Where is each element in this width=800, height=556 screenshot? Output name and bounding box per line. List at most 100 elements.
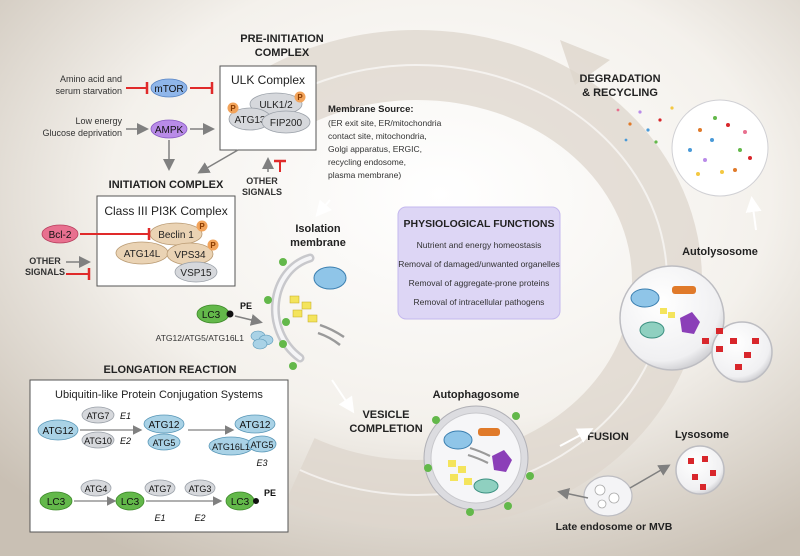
late-endosome-label: Late endosome or MVB [556,521,673,533]
isolation-membrane-label: Isolation [295,223,341,235]
svg-text:SIGNALS: SIGNALS [25,267,65,277]
late-endosome [583,475,633,517]
function-item: Removal of intracellular pathogens [414,297,545,307]
initiation-title: INITIATION COMPLEX [109,179,224,191]
fip200-label: FIP200 [270,118,303,129]
autophagosome-label: Autophagosome [433,389,520,401]
svg-text:ATG7: ATG7 [149,484,172,494]
svg-text:E2: E2 [120,436,131,446]
lysosome [675,445,725,495]
physiological-functions-box: PHYSIOLOGICAL FUNCTIONS Nutrient and ene… [397,206,561,320]
bcl2-node [41,224,79,244]
pre-initiation-subtitle: COMPLEX [255,47,310,59]
mitochondrion [313,266,347,290]
function-item: Removal of aggregate-prone proteins [409,278,550,288]
physiological-title: PHYSIOLOGICAL FUNCTIONS [404,218,555,230]
vsp15-label: VSP15 [180,268,212,279]
svg-text:ATG12: ATG12 [240,420,271,431]
degradation-particles [616,99,769,197]
autolysosome [619,265,773,383]
mtor-node [150,78,188,98]
svg-text:recycling endosome,: recycling endosome, [328,157,406,167]
svg-text:E1: E1 [120,411,131,421]
lc3-label: LC3 [202,310,221,321]
ampk-label: AMPK [155,125,184,136]
elongation-title: ELONGATION REACTION [103,364,236,376]
phospho-marker [207,239,219,251]
svg-text:E3: E3 [256,458,267,468]
phospho-marker [294,91,306,103]
amino-acid-label: Amino acid and [60,74,122,84]
svg-text:E1: E1 [154,513,165,523]
vps34-label: VPS34 [174,250,206,261]
svg-text:(ER exit site, ER/mitochondria: (ER exit site, ER/mitochondria [328,118,442,128]
isolation-membrane [264,253,347,370]
lc3-dot [264,296,272,304]
svg-text:& RECYCLING: & RECYCLING [582,87,658,99]
svg-text:ATG16L1: ATG16L1 [212,442,250,452]
svg-text:ATG5: ATG5 [251,440,274,450]
conjugation-systems-box: Ubiquitin-like Protein Conjugation Syste… [29,379,289,533]
lc3-dot [282,318,290,326]
svg-text:ATG4: ATG4 [85,484,108,494]
svg-text:Golgi apparatus, ERGIC,: Golgi apparatus, ERGIC, [328,144,422,154]
pe-label: PE [240,301,252,311]
glucose-label: Glucose deprivation [42,128,122,138]
svg-text:E2: E2 [194,513,205,523]
ulk12-label: ULK1/2 [259,100,293,111]
membrane-source-note: Membrane Source: (ER exit site, ER/mitoc… [328,104,442,180]
activation-arrow [234,314,263,326]
activation-arrow [197,149,239,174]
svg-text:membrane: membrane [290,237,346,249]
low-energy-label: Low energy [75,116,122,126]
fusion-label: FUSION [587,431,629,443]
autophagosome [423,405,534,516]
ulk-complex-box: ULK Complex ULK1/2 ATG13 FIP200 P P [219,65,317,151]
beclin1-label: Beclin 1 [158,230,194,241]
cycle-flow-arrow [331,379,355,414]
vesicle-completion-label: VESICLE [362,409,409,421]
membrane-source-title: Membrane Source: [328,104,414,115]
pre-initiation-title: PRE-INITIATION [240,33,324,45]
svg-text:ATG7: ATG7 [87,411,110,421]
svg-text:LC3: LC3 [121,497,140,508]
svg-text:plasma membrane): plasma membrane) [328,170,401,180]
svg-text:ATG12: ATG12 [43,426,74,437]
cycle-flow-arrow [745,196,762,231]
svg-text:ATG10: ATG10 [84,436,112,446]
lc3-dot [289,362,297,370]
ampk-node [150,119,188,139]
lysosome-label: Lysosome [675,429,729,441]
atg13-label: ATG13 [235,115,266,126]
cycle-flow-arrow [315,199,332,218]
pi3k-complex-title: Class III PI3K Complex [104,204,227,218]
svg-text:ATG12: ATG12 [149,420,180,431]
svg-text:SIGNALS: SIGNALS [242,187,282,197]
cycle-flow-arrow [559,428,594,447]
phospho-marker [227,102,239,114]
degradation-title: DEGRADATION [579,73,660,85]
ulk-complex-title: ULK Complex [231,73,305,87]
svg-text:PE: PE [264,488,276,498]
mtor-label: mTOR [154,84,183,95]
lc3-dot [279,258,287,266]
svg-text:ATG5: ATG5 [153,438,176,448]
svg-text:P: P [199,222,205,231]
svg-text:contact site, mitochondria,: contact site, mitochondria, [328,131,427,141]
atg14l-label: ATG14L [124,249,161,260]
bcl2-label: Bcl-2 [49,230,72,241]
svg-text:COMPLETION: COMPLETION [349,423,422,435]
svg-text:LC3: LC3 [47,497,66,508]
atg12-atg5-atg16l1-complex [250,330,274,350]
autolysosome-label: Autolysosome [682,246,758,258]
conjugation-title: Ubiquitin-like Protein Conjugation Syste… [55,389,263,401]
vsp15-protein [174,261,218,283]
lc3-dot [279,340,287,348]
svg-text:P: P [210,241,216,250]
phospho-marker [196,220,208,232]
activation-arrow [557,488,589,500]
other-signals-top: OTHER [246,176,278,186]
fip200-protein [261,110,311,134]
